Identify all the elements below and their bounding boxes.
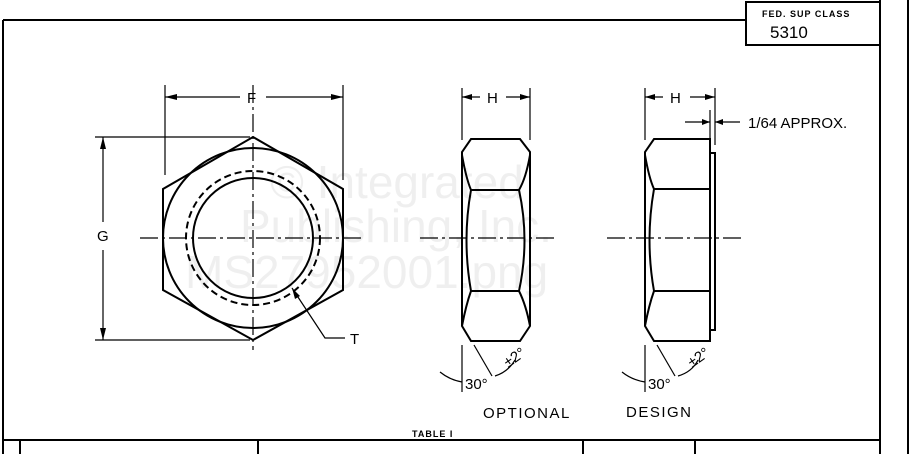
svg-text:Publishing, Inc.: Publishing, Inc.: [240, 200, 552, 252]
dimension-f: F: [164, 85, 344, 180]
svg-text:G: G: [97, 228, 109, 245]
side-view-design: H 1/64 APPROX. 30° ±2°: [607, 88, 847, 393]
svg-text:T: T: [350, 331, 359, 348]
svg-text:MS27952001.png: MS27952001.png: [185, 246, 548, 298]
svg-text:F: F: [247, 90, 256, 107]
title-block: FED. SUP CLASS 5310: [745, 1, 881, 46]
approx-label: 1/64 APPROX.: [748, 115, 847, 132]
svg-text:±2°: ±2°: [685, 344, 713, 371]
dimension-g: G: [95, 136, 250, 341]
svg-text:30°: 30°: [465, 376, 488, 393]
table-caption: TABLE I: [412, 429, 453, 439]
hex-nut-front-view: [140, 85, 365, 350]
svg-text:© Integrated: © Integrated: [270, 156, 524, 208]
svg-text:30°: 30°: [648, 376, 671, 393]
svg-text:H: H: [487, 90, 498, 107]
fed-sup-class-label: FED. SUP CLASS: [762, 9, 850, 19]
watermark: © Integrated Publishing, Inc. MS27952001…: [185, 156, 552, 298]
fed-sup-class-value: 5310: [770, 23, 808, 42]
svg-text:H: H: [670, 90, 681, 107]
dimension-t: T: [291, 287, 359, 348]
design-caption: DESIGN: [626, 404, 693, 421]
svg-text:±2°: ±2°: [501, 344, 529, 371]
optional-caption: OPTIONAL: [483, 405, 571, 422]
